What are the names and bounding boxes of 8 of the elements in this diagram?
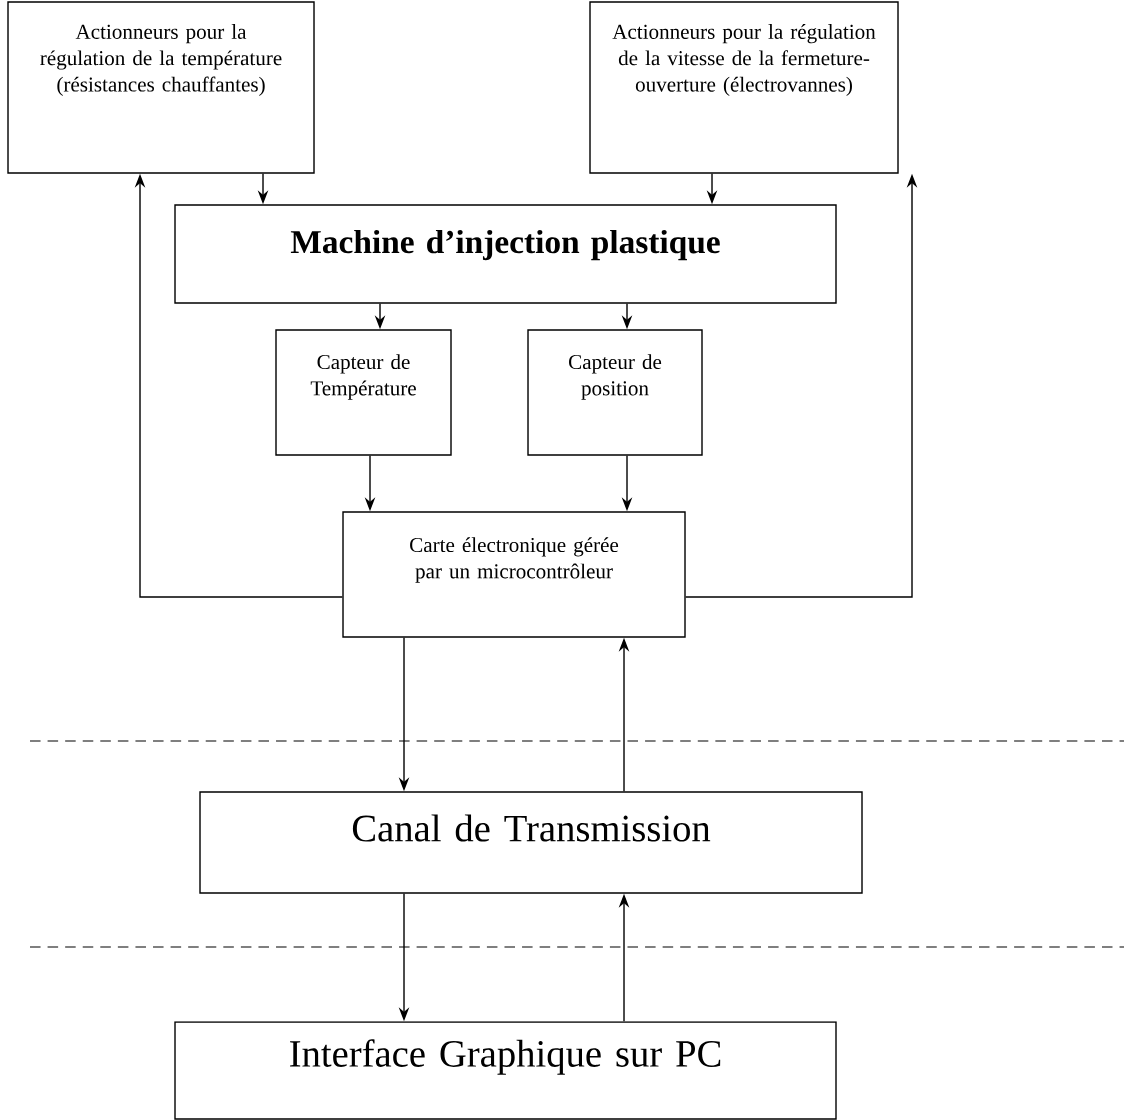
- process-box: Actionneurs pour la régulation de la vitesse de la fermeture-ouverture (électrovannes): [589, 1, 899, 174]
- process-box: Capteur de position: [527, 329, 703, 456]
- process-box: Capteur de Température: [275, 329, 452, 456]
- process-box: Interface Graphique sur PC: [174, 1021, 837, 1120]
- process-box: Actionneurs pour la régulation de la température (résistances chauffantes): [7, 1, 315, 174]
- process-box: Machine d’injection plastique: [174, 204, 837, 304]
- process-box: Carte électronique gérée par un microcontrôleur: [342, 511, 686, 638]
- process-box: Canal de Transmission: [199, 791, 863, 894]
